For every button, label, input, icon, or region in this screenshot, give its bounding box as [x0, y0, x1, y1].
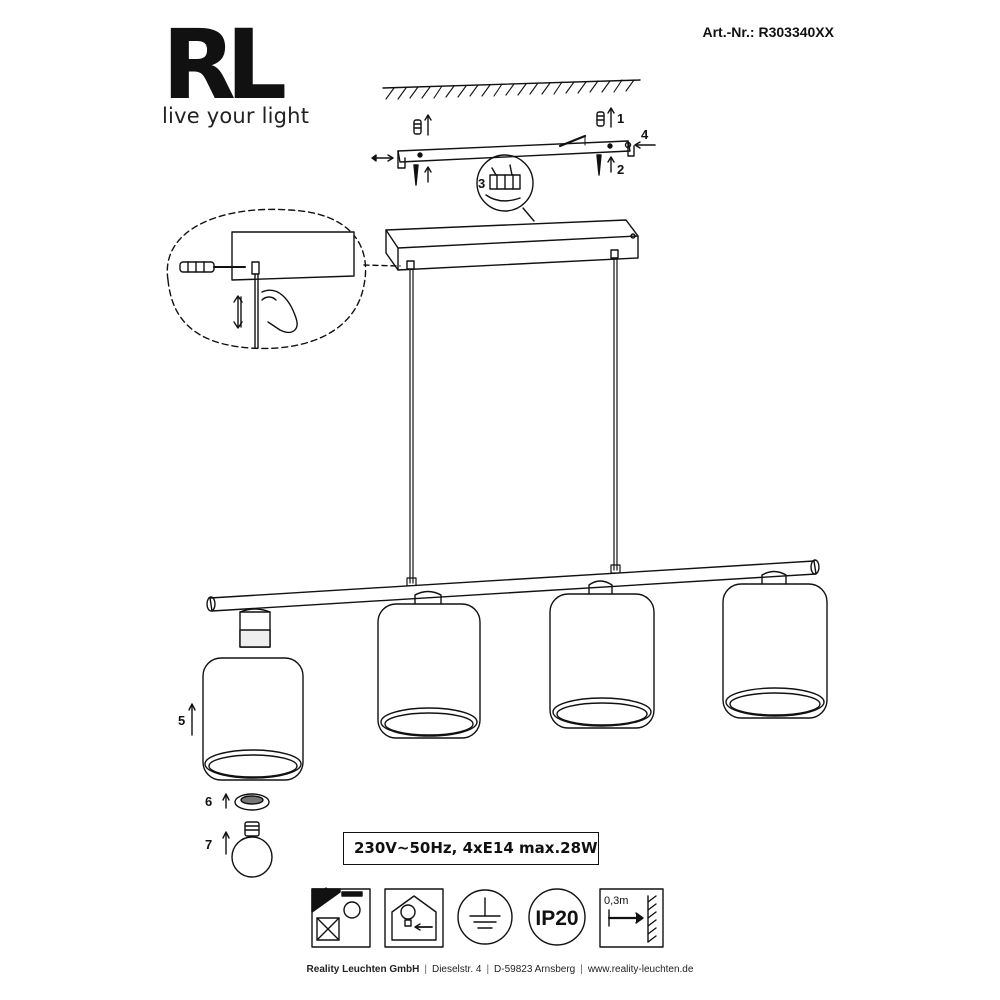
ceiling [382, 79, 641, 100]
canopy [385, 219, 639, 271]
screw-icon [371, 141, 656, 186]
article-number-value: R303340XX [758, 24, 834, 40]
specification-box: 230V~50Hz, 4xE14 max.28W [343, 832, 599, 865]
shade-2 [377, 590, 481, 739]
step-7-label: 7 [205, 837, 213, 852]
suspension-wires [406, 257, 621, 587]
no-cover-insulation-icon [311, 887, 371, 948]
footer: Reality Leuchten GmbH|Dieselstr. 4|D-598… [306, 964, 694, 975]
brand-tagline: live your light [162, 104, 310, 128]
terminal-block-detail [476, 154, 535, 222]
min-distance-icon: 0,3m [599, 888, 664, 948]
logo-mark: RL [162, 9, 287, 121]
shade-3 [549, 580, 655, 729]
shade-4 [722, 570, 828, 719]
ip20-icon: IP20 [528, 888, 586, 946]
article-number: Art.-Nr.: R303340XX [702, 24, 834, 40]
shade-ring [222, 793, 270, 811]
bulb-in-house-icon [384, 888, 444, 948]
height-adjust-detail [166, 208, 401, 350]
step-5-arrow [188, 703, 196, 736]
article-number-label: Art.-Nr.: [702, 24, 759, 40]
mounting-bracket [397, 134, 635, 169]
distance-text: 0,3m [604, 895, 628, 907]
step-2-label: 2 [617, 162, 625, 177]
dowel-icon [413, 107, 615, 136]
light-bulb [222, 821, 273, 878]
footer-web[interactable]: www.reality-leuchten.de [587, 964, 694, 975]
footer-city: D-59823 Arnsberg [494, 964, 576, 975]
brand-logo: RL [162, 9, 287, 121]
light-bar [206, 559, 820, 612]
step-3-label: 3 [478, 176, 486, 191]
footer-company: Reality Leuchten GmbH [306, 964, 420, 975]
ip-rating-text: IP20 [535, 907, 578, 930]
footer-street: Dieselstr. 4 [431, 964, 482, 975]
step-4-label: 4 [641, 127, 649, 142]
step-1-label: 1 [617, 111, 625, 126]
protective-earth-icon [457, 889, 513, 945]
shade-1 [202, 608, 304, 781]
step-6-label: 6 [205, 794, 213, 809]
step-5-label: 5 [178, 713, 186, 728]
